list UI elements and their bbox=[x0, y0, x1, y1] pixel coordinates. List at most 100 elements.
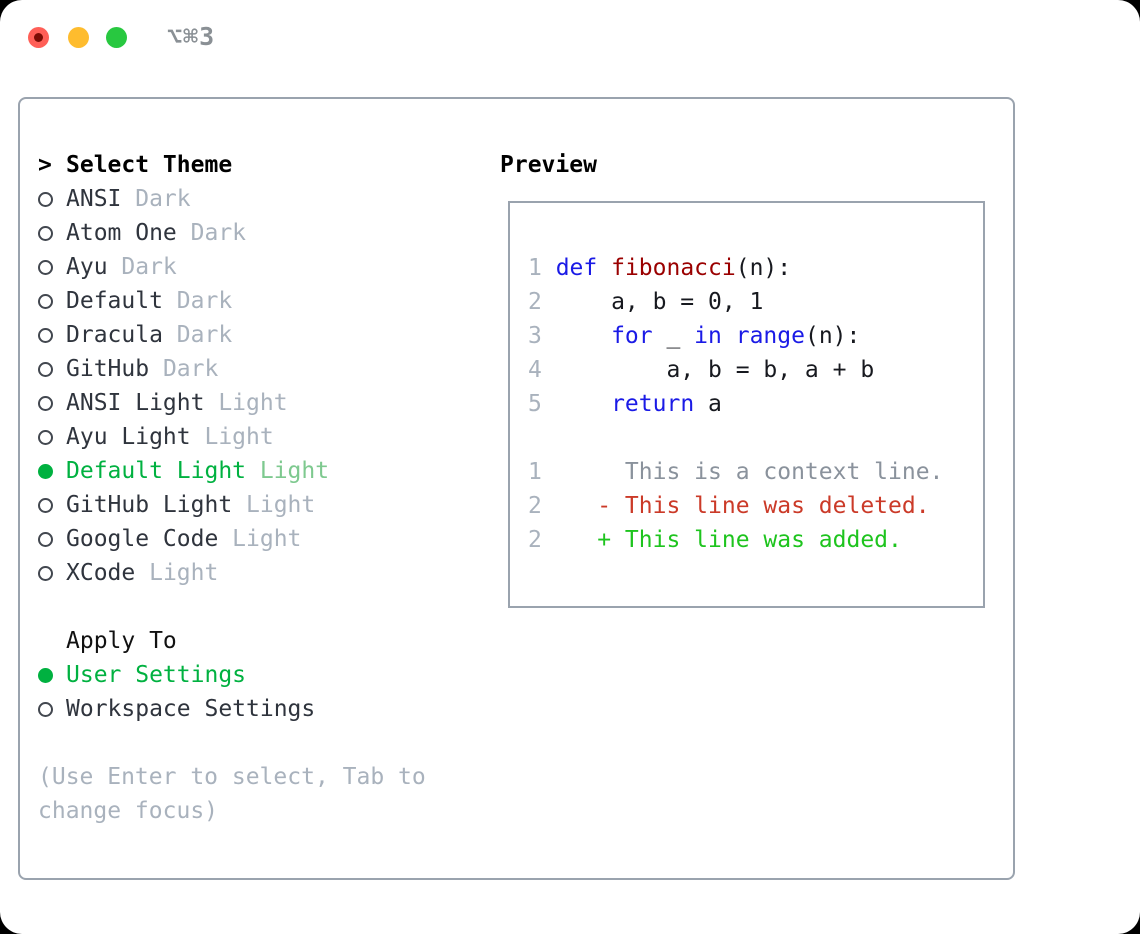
theme-option[interactable]: ANSI Dark bbox=[38, 182, 438, 216]
radio-slot bbox=[38, 225, 66, 241]
line-number: 2 bbox=[528, 493, 542, 519]
preview-line: 2 - This line was deleted. bbox=[528, 489, 983, 523]
theme-selector: > Select Theme ANSI Dark Atom One Dark A… bbox=[38, 148, 438, 828]
line-number: 4 bbox=[528, 357, 542, 383]
preview-line: 1 This is a context line. bbox=[528, 455, 983, 489]
radio-slot bbox=[38, 701, 66, 717]
theme-variant: Light bbox=[232, 526, 302, 552]
apply-option-label: User Settings bbox=[66, 662, 247, 688]
theme-option[interactable]: Google Code Light bbox=[38, 522, 438, 556]
select-theme-heading: > Select Theme bbox=[38, 148, 438, 182]
code-text: for _ in range(n): bbox=[611, 323, 861, 349]
theme-variant: Dark bbox=[190, 220, 247, 246]
theme-list: ANSI Dark Atom One Dark Ayu Dark Default… bbox=[38, 182, 438, 590]
preview-line: 5 return a bbox=[528, 387, 983, 421]
theme-name: XCode bbox=[66, 560, 136, 586]
line-number: 2 bbox=[528, 289, 542, 315]
apply-option-label: Workspace Settings bbox=[66, 696, 316, 722]
hint-text: (Use Enter to select, Tab to change focu… bbox=[38, 764, 426, 824]
theme-option[interactable]: XCode Light bbox=[38, 556, 438, 590]
theme-option[interactable]: ANSI Light Light bbox=[38, 386, 438, 420]
theme-variant: Light bbox=[259, 458, 330, 484]
preview-line: 1 def fibonacci(n): bbox=[528, 251, 983, 285]
code-text: + This line was added. bbox=[555, 527, 902, 553]
theme-variant: Light bbox=[246, 492, 316, 518]
radio-slot bbox=[38, 531, 66, 547]
theme-name: Google Code bbox=[66, 526, 219, 552]
theme-option[interactable]: GitHub Light Light bbox=[38, 488, 438, 522]
preview-line: 2 + This line was added. bbox=[528, 523, 983, 557]
line-number: 1 bbox=[528, 459, 542, 485]
theme-variant: Dark bbox=[121, 254, 177, 280]
theme-name: GitHub Light bbox=[66, 492, 233, 518]
code-text: a, b = 0, 1 bbox=[555, 289, 764, 315]
line-number: 1 bbox=[528, 255, 542, 281]
theme-variant: Light bbox=[149, 560, 219, 586]
radio-icon bbox=[38, 565, 53, 581]
line-number: 3 bbox=[528, 323, 542, 349]
theme-option[interactable]: Ayu Dark bbox=[38, 250, 438, 284]
minimize-button[interactable] bbox=[68, 27, 89, 48]
radio-icon bbox=[38, 531, 53, 547]
theme-option[interactable]: Ayu Light Light bbox=[38, 420, 438, 454]
preview-box: 1 def fibonacci(n): 2 a, b = 0, 1 3 for … bbox=[508, 201, 985, 608]
theme-variant: Dark bbox=[162, 356, 219, 382]
code-text: a, b = b, a + b bbox=[555, 357, 875, 383]
theme-name: Ayu bbox=[66, 254, 108, 280]
preview-heading: Preview bbox=[500, 152, 597, 178]
close-button[interactable] bbox=[28, 27, 49, 48]
zoom-button[interactable] bbox=[106, 27, 127, 48]
code-text: This is a context line. bbox=[555, 459, 944, 485]
theme-option[interactable]: Default Light Light bbox=[38, 454, 438, 488]
theme-name: Default bbox=[66, 288, 163, 314]
theme-option[interactable]: Dracula Dark bbox=[38, 318, 438, 352]
radio-icon bbox=[38, 395, 53, 411]
radio-slot bbox=[38, 429, 66, 445]
radio-slot bbox=[38, 667, 66, 683]
radio-slot bbox=[38, 327, 66, 343]
preview-line: 4 a, b = b, a + b bbox=[528, 353, 983, 387]
theme-option[interactable]: Default Dark bbox=[38, 284, 438, 318]
radio-icon bbox=[38, 667, 53, 683]
radio-icon bbox=[38, 327, 53, 343]
radio-slot bbox=[38, 497, 66, 513]
theme-variant: Dark bbox=[176, 322, 233, 348]
radio-slot bbox=[38, 463, 66, 479]
radio-icon bbox=[38, 701, 53, 717]
theme-name: Atom One bbox=[66, 220, 177, 246]
theme-option[interactable]: Atom One Dark bbox=[38, 216, 438, 250]
radio-icon bbox=[38, 429, 53, 445]
apply-option[interactable]: Workspace Settings bbox=[38, 692, 438, 726]
radio-icon bbox=[38, 191, 53, 207]
radio-slot bbox=[38, 191, 66, 207]
code-text: return a bbox=[611, 391, 722, 417]
apply-option[interactable]: User Settings bbox=[38, 658, 438, 692]
radio-icon bbox=[38, 259, 53, 275]
main-panel bbox=[18, 97, 1015, 880]
apply-to-label: Apply To bbox=[66, 628, 177, 654]
preview-code: 1 def fibonacci(n): 2 a, b = 0, 1 3 for … bbox=[528, 251, 983, 557]
theme-name: Ayu Light bbox=[66, 424, 191, 450]
radio-icon bbox=[38, 293, 53, 309]
line-number bbox=[528, 421, 542, 455]
line-number: 5 bbox=[528, 391, 542, 417]
theme-variant: Dark bbox=[135, 186, 191, 212]
theme-name: ANSI bbox=[66, 186, 122, 212]
radio-icon bbox=[38, 361, 53, 377]
theme-option[interactable]: GitHub Dark bbox=[38, 352, 438, 386]
code-text: def fibonacci(n): bbox=[555, 255, 792, 281]
theme-name: Default Light bbox=[66, 458, 247, 484]
preview-line: 3 for _ in range(n): bbox=[528, 319, 983, 353]
select-theme-label: Select Theme bbox=[66, 152, 233, 178]
radio-slot bbox=[38, 361, 66, 377]
theme-variant: Light bbox=[218, 390, 288, 416]
selection-caret-icon: > bbox=[38, 152, 52, 178]
line-number: 2 bbox=[528, 527, 542, 553]
apply-to-heading: Apply To bbox=[38, 624, 438, 658]
preview-line bbox=[528, 421, 983, 455]
radio-slot bbox=[38, 293, 66, 309]
theme-variant: Light bbox=[204, 424, 274, 450]
code-text: - This line was deleted. bbox=[555, 493, 930, 519]
preview-line: 2 a, b = 0, 1 bbox=[528, 285, 983, 319]
